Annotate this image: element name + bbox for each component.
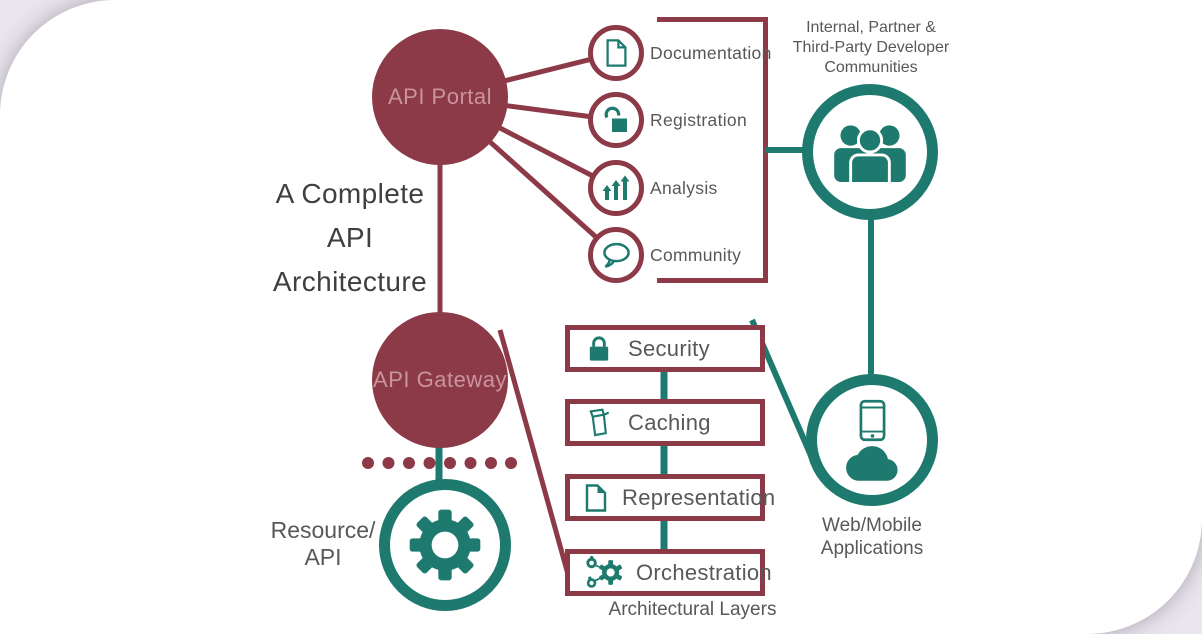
gear-icon <box>403 503 487 587</box>
security-layer: Security <box>565 325 765 372</box>
security-label: Security <box>628 335 710 361</box>
rising-arrows-icon <box>601 175 631 201</box>
analysis-label: Analysis <box>650 178 718 198</box>
web-mobile-label: Web/Mobile Applications <box>820 515 924 559</box>
api-gateway-label: API Gateway <box>373 367 507 392</box>
orchestration-layer: Orchestration <box>565 549 772 596</box>
cloud-icon <box>846 446 898 481</box>
connected-gears-icon <box>583 555 623 590</box>
document-icon <box>583 483 609 513</box>
registration-node <box>588 92 644 148</box>
documentation-label: Documentation <box>650 43 772 63</box>
people-group-icon <box>828 122 912 182</box>
connector-gateway-orchestration <box>497 329 572 579</box>
caching-label: Caching <box>628 409 711 435</box>
representation-layer: Representation <box>565 474 775 521</box>
architectural-layers-caption: Architectural Layers <box>608 599 777 620</box>
developer-communities-node <box>802 84 938 220</box>
resource-api-node <box>379 479 511 611</box>
community-node <box>588 227 644 283</box>
representation-label: Representation <box>622 484 776 510</box>
dotted-separator <box>362 457 517 469</box>
diagram-title: A Complete API Architecture <box>272 178 428 297</box>
caching-layer: Caching <box>565 399 765 446</box>
speech-bubble-icon <box>600 242 633 269</box>
api-portal-label: API Portal <box>387 84 493 109</box>
api-portal-node: API Portal <box>372 29 508 165</box>
documentation-node <box>588 25 644 81</box>
smartphone-icon <box>859 399 886 442</box>
web-mobile-node <box>806 374 938 506</box>
analysis-node <box>588 160 644 216</box>
community-label: Community <box>650 245 742 265</box>
open-box-icon <box>583 406 615 439</box>
api-gateway-node: API Gateway <box>372 312 508 448</box>
document-icon <box>604 38 629 68</box>
registration-label: Registration <box>650 110 747 130</box>
orchestration-label: Orchestration <box>636 559 772 585</box>
closed-padlock-icon <box>583 334 615 363</box>
open-padlock-icon <box>601 105 631 135</box>
developer-communities-label: Internal, Partner & Third-Party Develope… <box>792 19 950 76</box>
resource-api-label: Resource/ API <box>270 517 376 570</box>
